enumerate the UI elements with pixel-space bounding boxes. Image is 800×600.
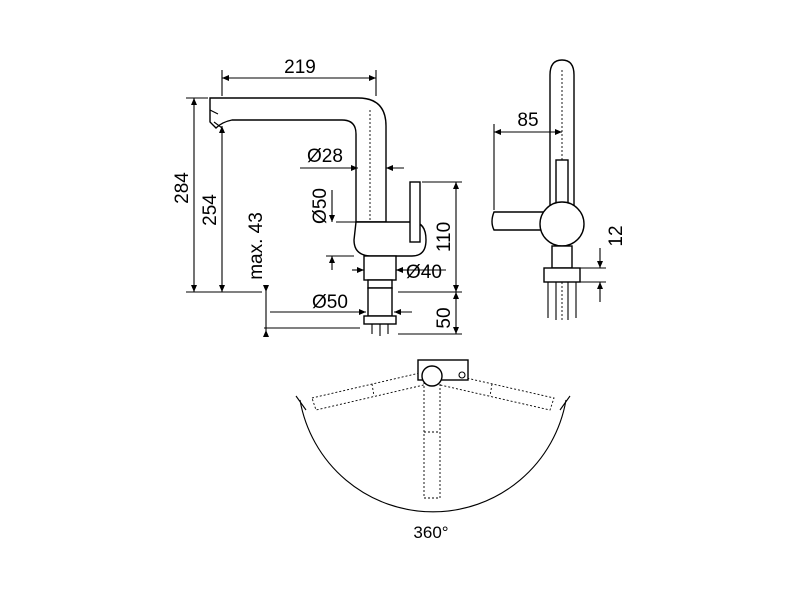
dim-total-height: 284 (172, 172, 193, 204)
faucet-body (353, 181, 427, 336)
dim-hose-diameter: Ø28 (307, 146, 343, 167)
side-view: 85 12 (491, 59, 627, 320)
dim-spout-reach: 219 (284, 57, 316, 78)
dim-max-thickness: max. 43 (246, 212, 267, 280)
dim-lever-offset: 12 (606, 225, 627, 246)
front-view: 219 284 254 max. 43 Ø28 Ø50 110 (172, 57, 462, 337)
dim-shank-length: 50 (434, 307, 455, 328)
rotation-label: 360° (413, 523, 448, 542)
dim-hole-diameter: Ø50 (312, 292, 348, 313)
top-view-rotation: 360° (295, 359, 571, 542)
dim-body-diameter: Ø50 (310, 188, 331, 224)
dim-base-diameter: Ø40 (406, 262, 442, 283)
dim-body-height: 110 (434, 222, 455, 252)
dim-lever-reach: 85 (517, 110, 538, 131)
dim-outlet-height: 254 (200, 194, 221, 226)
spout-outline (209, 97, 387, 300)
